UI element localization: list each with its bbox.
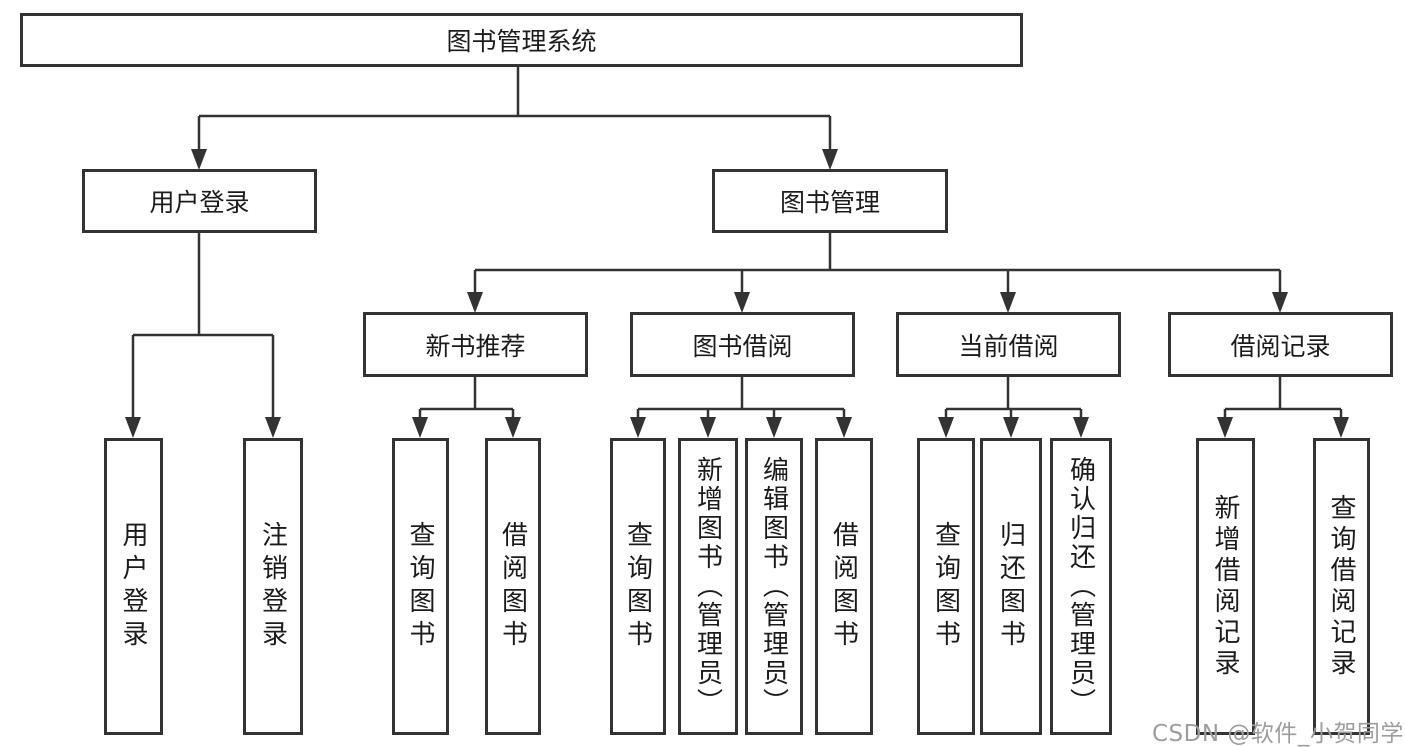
node-leaf-bb-query-book: 查询图书 bbox=[610, 438, 666, 735]
connector-book-borrow-children bbox=[630, 377, 852, 438]
connector-current-borrow-children bbox=[938, 377, 1089, 438]
connector-borrow-record-children bbox=[1217, 377, 1349, 438]
node-leaf-login-user-label: 用户登录 bbox=[118, 520, 148, 653]
node-leaf-bb-query-book-label: 查询图书 bbox=[622, 520, 653, 653]
node-book-mgmt-label: 图书管理 bbox=[779, 188, 880, 217]
node-leaf-rec-query-book: 查询图书 bbox=[392, 438, 449, 735]
node-root-label: 图书管理系统 bbox=[446, 27, 597, 56]
node-leaf-bb-borrow-book: 借阅图书 bbox=[815, 438, 873, 735]
node-leaf-rec-borrow-book: 借阅图书 bbox=[485, 438, 541, 735]
connector-new-book-rec-children bbox=[412, 377, 521, 438]
node-current-borrow: 当前借阅 bbox=[896, 312, 1121, 377]
node-leaf-br-add-record: 新增借阅记录 bbox=[1196, 438, 1255, 735]
node-user-login: 用户登录 bbox=[82, 169, 317, 233]
node-new-book-rec: 新书推荐 bbox=[363, 312, 588, 377]
node-leaf-bb-add-book: 新增图书（管理员） bbox=[678, 438, 738, 735]
node-user-login-label: 用户登录 bbox=[149, 188, 250, 217]
csdn-watermark: CSDN @软件_小贺同学 bbox=[1152, 721, 1404, 747]
node-leaf-cb-query-book: 查询图书 bbox=[917, 438, 975, 735]
connector-book-mgmt-to-level3 bbox=[467, 233, 1288, 313]
node-book-mgmt: 图书管理 bbox=[712, 169, 948, 233]
node-leaf-login-logout-label: 注销登录 bbox=[257, 520, 288, 653]
node-leaf-bb-borrow-book-label: 借阅图书 bbox=[828, 520, 859, 653]
node-leaf-bb-edit-book-label: 编辑图书（管理员） bbox=[758, 456, 789, 717]
node-leaf-br-query-record: 查询借阅记录 bbox=[1313, 438, 1370, 735]
node-leaf-rec-borrow-book-label: 借阅图书 bbox=[497, 520, 528, 653]
node-leaf-bb-add-book-label: 新增图书（管理员） bbox=[692, 456, 723, 717]
node-root: 图书管理系统 bbox=[20, 13, 1023, 67]
node-leaf-login-user: 用户登录 bbox=[104, 438, 163, 735]
node-leaf-br-query-record-label: 查询借阅记录 bbox=[1326, 493, 1356, 680]
node-borrow-record-label: 借阅记录 bbox=[1230, 331, 1331, 361]
node-leaf-cb-return-book-label: 归还图书 bbox=[995, 520, 1026, 653]
node-leaf-cb-confirm-return-label: 确认归还（管理员） bbox=[1065, 456, 1096, 717]
node-current-borrow-label: 当前借阅 bbox=[958, 331, 1059, 361]
node-leaf-br-add-record-label: 新增借阅记录 bbox=[1210, 493, 1240, 680]
connector-user-login-children bbox=[125, 233, 281, 438]
node-leaf-cb-query-book-label: 查询图书 bbox=[930, 520, 961, 653]
node-book-borrow: 图书借阅 bbox=[630, 312, 855, 377]
node-leaf-cb-confirm-return: 确认归还（管理员） bbox=[1050, 438, 1112, 735]
node-borrow-record: 借阅记录 bbox=[1168, 312, 1393, 377]
connector-root-to-level2 bbox=[191, 67, 838, 170]
node-book-borrow-label: 图书借阅 bbox=[692, 331, 793, 361]
node-leaf-cb-return-book: 归还图书 bbox=[980, 438, 1042, 735]
node-new-book-rec-label: 新书推荐 bbox=[425, 331, 526, 361]
node-leaf-login-logout: 注销登录 bbox=[243, 438, 303, 735]
node-leaf-bb-edit-book: 编辑图书（管理员） bbox=[745, 438, 803, 735]
node-leaf-rec-query-book-label: 查询图书 bbox=[405, 520, 435, 653]
